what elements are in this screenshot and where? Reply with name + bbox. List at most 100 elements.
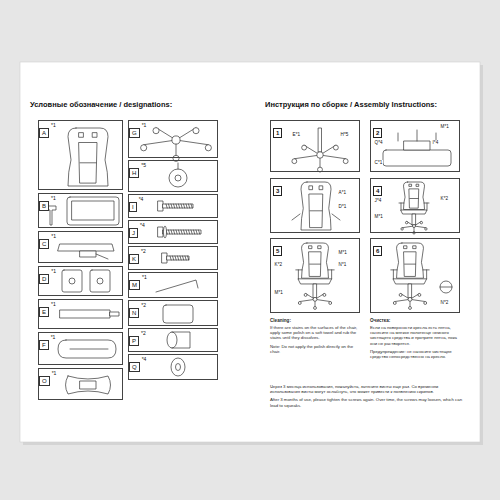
- washer: [164, 226, 167, 238]
- detail-screw: [440, 287, 452, 288]
- drawings: [46, 128, 452, 394]
- part-letter: O: [39, 376, 50, 386]
- headrest-slot: [309, 186, 312, 190]
- seat-panel: [72, 201, 114, 220]
- chair-back-panel: [309, 194, 323, 228]
- section-heading: Условные обозначение / designations:: [30, 100, 228, 109]
- chair-back: [397, 243, 424, 278]
- washer: [171, 358, 185, 376]
- tilt-mechanism: [80, 251, 96, 257]
- caster-wheel: [304, 293, 307, 296]
- armrest: [328, 270, 334, 279]
- washer-hole: [176, 364, 181, 371]
- part-letter: E: [39, 307, 49, 317]
- armrest-cover: [90, 270, 110, 292]
- caster-wheel: [393, 302, 396, 305]
- screw-thread: [181, 230, 182, 234]
- callout-label: I*4: [432, 140, 439, 146]
- screw-thread: [171, 230, 172, 234]
- part-quantity: *1: [51, 232, 56, 240]
- caster-wheel: [405, 221, 407, 223]
- part-quantity: *1: [142, 121, 147, 129]
- part-letter: H: [129, 168, 139, 178]
- step-number: 5: [273, 246, 282, 256]
- part-letter: N: [129, 308, 139, 318]
- part-letter: K: [129, 254, 139, 264]
- caster-wheel: [418, 293, 421, 296]
- cover-cap: [167, 332, 177, 348]
- base-spoke: [144, 140, 176, 145]
- caster-wheel: [343, 159, 348, 164]
- callout-label: E*1: [292, 132, 301, 138]
- caster-wheel: [333, 145, 338, 150]
- screw-thread: [184, 204, 185, 208]
- gas-cylinder: [412, 214, 415, 225]
- part-letter: M: [129, 280, 140, 290]
- screw-thread: [169, 230, 170, 234]
- assembly-arrow: [292, 214, 340, 220]
- part-quantity: *1: [51, 333, 56, 341]
- gas-lift-piston: [110, 312, 119, 316]
- caster-wheel: [141, 145, 147, 151]
- base-spoke: [410, 299, 425, 301]
- seat-upside-down: [383, 150, 451, 166]
- part-quantity: *4: [139, 195, 144, 203]
- caster-wheel: [424, 302, 427, 305]
- gas-cylinder: [408, 284, 411, 298]
- screw-thread: [170, 256, 171, 260]
- part-quantity: *2: [141, 301, 146, 309]
- part-quantity: *1: [51, 194, 56, 202]
- pillow-logo: [80, 381, 96, 389]
- screw-head: [158, 201, 163, 211]
- headrest-slot: [93, 133, 97, 138]
- chair-back-panel: [409, 189, 418, 208]
- chair-back: [404, 182, 425, 210]
- screw-thread: [179, 230, 180, 234]
- screw-thread: [176, 204, 177, 208]
- callout-label: M*1: [338, 250, 347, 256]
- section-heading: Инструкция по сборке / Assembly Instruct…: [265, 100, 478, 109]
- seat-cushion: [67, 197, 119, 225]
- headrest-slot: [79, 133, 83, 138]
- part-letter: Q: [129, 362, 140, 372]
- screw-thread: [199, 230, 200, 234]
- screw-thread: [169, 204, 170, 208]
- part-box: C*1: [38, 231, 123, 263]
- part-letter: A: [39, 128, 49, 138]
- callout-label: Q*4: [374, 140, 383, 146]
- caster-wheel: [420, 221, 422, 223]
- note-text: Через 3 месяца использования, пожалуйста…: [270, 384, 465, 394]
- screw-thread: [178, 256, 179, 260]
- step-number: 6: [373, 246, 382, 256]
- callout-label: K*2: [274, 262, 283, 268]
- chair-back-panel: [404, 252, 416, 277]
- caster-axle: [175, 175, 181, 181]
- part-letter: I: [129, 202, 137, 212]
- headrest-slot: [319, 186, 322, 190]
- chair-stitch: [310, 264, 321, 265]
- pillow-seam: [70, 349, 108, 350]
- part-quantity: *4: [140, 221, 145, 229]
- screw-thread: [189, 204, 190, 208]
- chair-back-panel: [79, 143, 97, 184]
- screw-thread: [189, 230, 190, 234]
- caster-wheel: [399, 293, 402, 296]
- step-box: 4: [370, 178, 460, 233]
- step-box: 1: [270, 120, 360, 172]
- callout-label: K*2: [440, 196, 449, 202]
- part-quantity: *1: [142, 273, 147, 281]
- callout-label: N*2: [440, 300, 449, 306]
- screw-thread: [186, 204, 187, 208]
- chair-back: [301, 182, 331, 230]
- part-box: O*1: [38, 368, 123, 400]
- caster-stem: [178, 163, 179, 169]
- step-number: 1: [273, 128, 282, 138]
- part-quantity: *2: [141, 247, 146, 255]
- headrest-slot: [409, 184, 411, 186]
- caster-wheel: [298, 302, 301, 305]
- caster-wheel: [409, 307, 412, 310]
- caster-wheel: [205, 145, 211, 151]
- step-number: 2: [373, 128, 382, 138]
- head-pillow: [66, 376, 111, 394]
- screw-thread: [188, 256, 189, 260]
